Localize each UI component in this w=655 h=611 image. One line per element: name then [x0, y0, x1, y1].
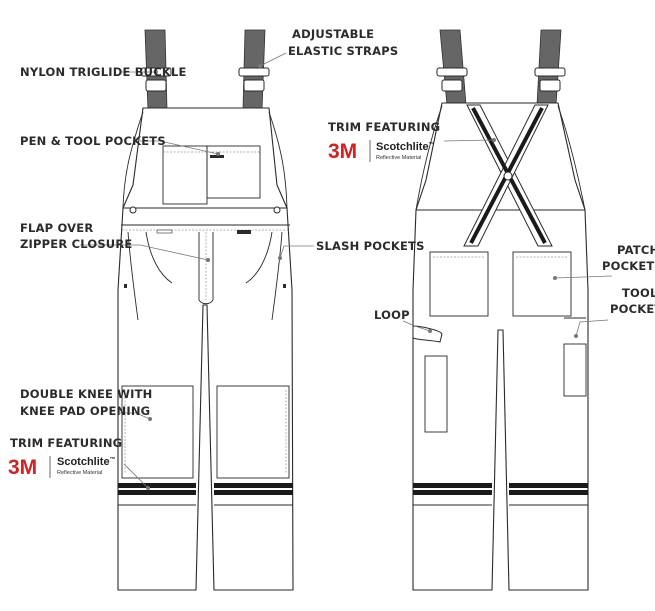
label-trim-front: TRIM FEATURING — [10, 436, 122, 450]
label-patch-line2: POCKETS — [602, 259, 655, 273]
label-tool-line2: POCKET — [610, 302, 655, 316]
back-hammer-loop — [412, 325, 443, 343]
back-reflective-band-right — [509, 483, 588, 495]
back-buckle-left — [436, 67, 468, 92]
label-tool-line1: TOOL — [622, 286, 655, 300]
front-zipper-flap — [198, 232, 214, 305]
back-reflective-band-left — [413, 483, 492, 495]
front-knee-pad-right — [216, 385, 290, 479]
front-overalls — [117, 29, 294, 591]
brand-mark-back: 3M — [328, 140, 357, 163]
front-knee-pad-left — [121, 385, 194, 479]
front-slash-pocket-right — [245, 231, 273, 284]
front-reflective-band-right — [214, 483, 293, 495]
brand-mark-front: 3M — [8, 456, 37, 479]
leader-lines — [80, 52, 613, 490]
label-straps-line2: ELASTIC STRAPS — [288, 44, 398, 58]
back-tool-pocket — [563, 343, 587, 397]
back-buckle-right — [534, 67, 566, 92]
front-buckle-right — [238, 67, 270, 92]
front-garment-outline — [117, 107, 294, 591]
front-pen-pocket — [206, 145, 261, 199]
label-flap-line2: ZIPPER CLOSURE — [20, 237, 132, 251]
callout-labels: NYLON TRIGLIDE BUCKLE ADJUSTABLE ELASTIC… — [10, 27, 655, 450]
label-straps-line1: ADJUSTABLE — [292, 27, 374, 41]
brand-subtitle-front: Reflective Material — [57, 470, 102, 476]
label-double-knee-line2: KNEE PAD OPENING — [20, 404, 150, 418]
label-loop: LOOP — [374, 308, 410, 322]
front-reflective-band-left — [118, 483, 196, 495]
scotchlite-logo-back: 3M Scotchlite™ Reflective Material — [328, 140, 435, 163]
label-nylon-buckle: NYLON TRIGLIDE BUCKLE — [20, 65, 187, 79]
label-flap-line1: FLAP OVER — [20, 221, 93, 235]
label-slash-pockets: SLASH POCKETS — [316, 239, 425, 253]
back-patch-pocket-left — [429, 251, 489, 317]
label-trim-back: TRIM FEATURING — [328, 120, 440, 134]
label-patch-line1: PATCH — [617, 243, 655, 257]
brand-name-back: Scotchlite™ — [376, 141, 435, 153]
brand-subtitle-back: Reflective Material — [376, 155, 421, 161]
brand-name-front: Scotchlite™ — [57, 456, 116, 468]
label-double-knee-line1: DOUBLE KNEE WITH — [20, 387, 153, 401]
scotchlite-logo-front: 3M Scotchlite™ Reflective Material — [8, 456, 116, 479]
back-garment-outline — [412, 102, 589, 591]
back-patch-pocket-right — [512, 251, 572, 317]
back-overalls — [412, 29, 589, 591]
front-slash-pocket-left — [145, 231, 173, 284]
label-pen-tool-pockets: PEN & TOOL POCKETS — [20, 134, 166, 148]
